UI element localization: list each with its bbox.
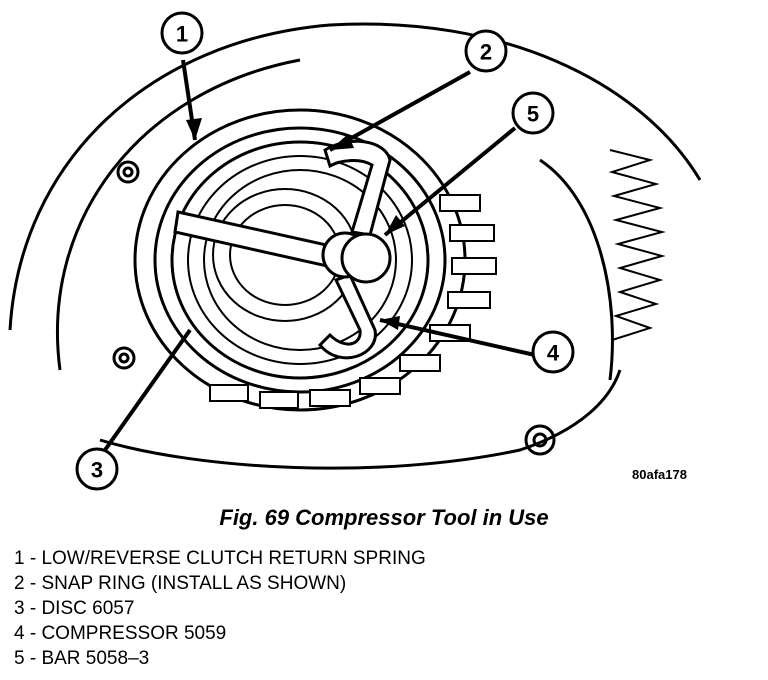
bolt-hole — [532, 432, 548, 448]
bolt-hole — [112, 346, 136, 370]
callout-number-5: 5 — [527, 102, 539, 127]
callout-circle-2 — [464, 29, 508, 73]
clutch-ring — [153, 126, 447, 394]
figure-code: 80afa178 — [632, 467, 687, 482]
legend-item: 4 - COMPRESSOR 5059 — [14, 623, 227, 644]
housing-lower-arc — [99, 369, 622, 470]
leader-line-3 — [103, 328, 192, 452]
legend-item: 3 - DISC 6057 — [14, 598, 135, 619]
callout-circle-4 — [531, 330, 575, 374]
clutch-ring — [203, 169, 397, 351]
bolt-hole — [118, 352, 130, 364]
callout-circle-1 — [160, 11, 204, 55]
figure-caption: Fig. 69 Compressor Tool in Use — [219, 505, 549, 530]
housing-inner-arc — [55, 58, 301, 371]
compressor-yoke-lower — [317, 273, 377, 360]
housing-outer-arc — [8, 22, 702, 331]
leader-line-5 — [383, 126, 517, 237]
bolt-hole — [524, 424, 556, 456]
compressor-screw-head — [340, 232, 392, 284]
bolt-hole — [122, 166, 134, 178]
leader-line-4 — [379, 318, 536, 357]
callout-number-3: 3 — [91, 458, 103, 483]
callout-number-1: 1 — [176, 22, 188, 47]
legend-list: 1 - LOW/REVERSE CLUTCH RETURN SPRING 2 -… — [14, 546, 426, 671]
legend-item: 2 - SNAP RING (INSTALL AS SHOWN) — [14, 573, 347, 594]
clutch-ring — [170, 140, 430, 380]
callout-circle-3 — [75, 447, 119, 491]
legend-item: 5 - BAR 5058–3 — [14, 648, 150, 669]
compressor-tool-illustration: 1 2 5 4 3 — [8, 11, 702, 491]
callout-number-2: 2 — [480, 40, 492, 65]
compressor-bar — [173, 210, 342, 270]
legend-item: 1 - LOW/REVERSE CLUTCH RETURN SPRING — [14, 548, 426, 569]
bolt-hole — [116, 160, 140, 184]
clutch-ring — [187, 155, 413, 365]
leader-line-2 — [329, 70, 471, 152]
callout-number-4: 4 — [547, 341, 560, 366]
housing-right-edge — [539, 158, 614, 381]
callout-circle-5 — [511, 91, 555, 135]
